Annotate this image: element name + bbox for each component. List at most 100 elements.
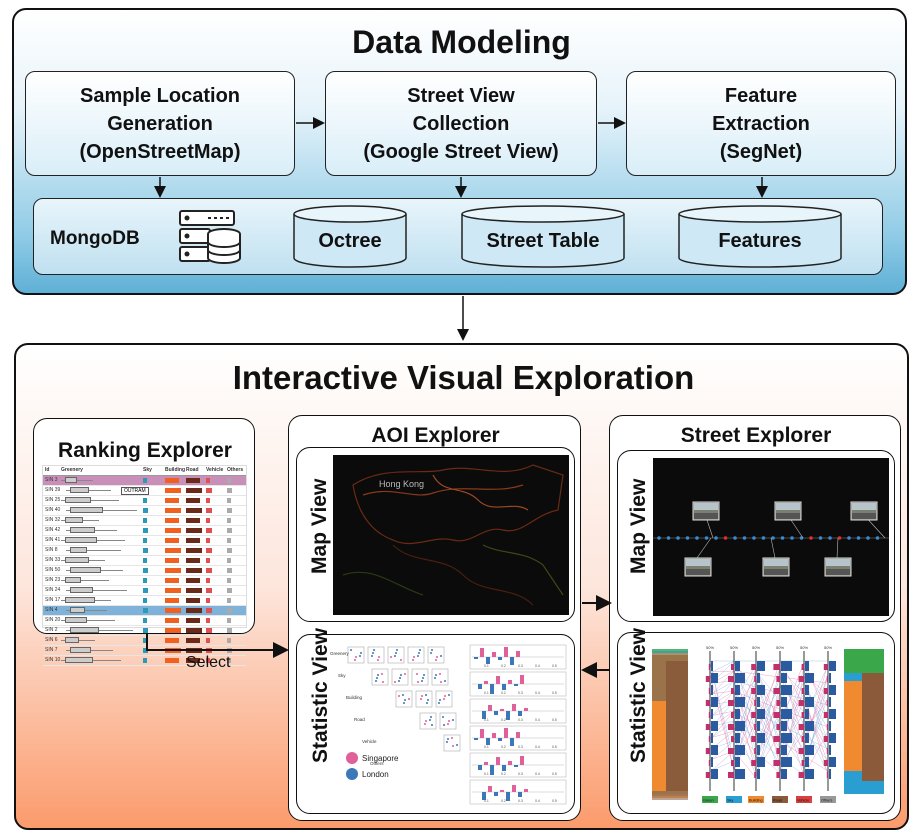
axis-tag[interactable] (820, 796, 836, 803)
matrix-label: Others (370, 761, 384, 766)
scatter-point (377, 659, 379, 661)
sample-point[interactable] (685, 536, 690, 540)
ranking-row[interactable]: SIN 8 (43, 546, 246, 556)
boxplot-box (65, 537, 97, 543)
axis-histogram-bar-alt (773, 712, 780, 718)
ranking-column-header[interactable]: Id (45, 467, 50, 473)
axis-histogram-bar (735, 757, 740, 767)
ranking-bar (165, 608, 181, 613)
axis-histogram-bar-alt (751, 712, 756, 718)
ranking-row[interactable]: SIN 10 (43, 656, 246, 666)
axis-tag[interactable] (772, 796, 788, 803)
sample-point[interactable] (847, 536, 851, 540)
ranking-column-header[interactable]: Sky (143, 467, 152, 473)
sample-point[interactable] (856, 536, 861, 540)
scatter-point (418, 652, 420, 654)
sample-point[interactable] (761, 536, 766, 540)
ranking-row[interactable]: SIN 20 (43, 616, 246, 626)
axis-histogram-bar (781, 661, 792, 671)
scatter-point (377, 674, 379, 676)
axis-histogram-bar-alt (823, 664, 828, 670)
axis-tag[interactable] (748, 796, 764, 803)
street-map[interactable] (653, 458, 889, 616)
ranking-row[interactable]: SIN 4 (43, 606, 246, 616)
sample-point[interactable] (752, 536, 756, 540)
map-place-label: Hong Kong (379, 479, 424, 489)
ranking-bar (227, 588, 232, 593)
sample-point[interactable] (742, 536, 747, 540)
axis-tag[interactable] (726, 796, 742, 803)
sample-point[interactable] (780, 536, 785, 540)
axis-tag[interactable] (702, 796, 718, 803)
sample-point[interactable] (818, 536, 823, 540)
boxplot-whisker (61, 620, 115, 621)
ranking-bar (206, 488, 212, 493)
axis-histogram-bar (829, 721, 831, 731)
ranking-bar (143, 588, 148, 593)
ranking-row[interactable]: SIN 17 (43, 596, 246, 606)
ranking-column-header[interactable]: Others (227, 467, 244, 473)
ranking-column-header[interactable]: Building (165, 467, 185, 473)
scatter-point (430, 652, 432, 654)
sample-point[interactable] (723, 536, 728, 540)
sample-point[interactable] (875, 536, 880, 540)
ranking-row[interactable]: SIN 50 (43, 566, 246, 576)
ranking-bar (206, 548, 212, 553)
sample-point[interactable] (714, 536, 718, 540)
histogram-bar (496, 757, 500, 765)
ranking-bar (186, 618, 200, 623)
sample-point[interactable] (704, 536, 709, 540)
sample-point[interactable] (676, 536, 680, 540)
aoi-map[interactable]: Hong Kong (333, 455, 569, 615)
boxplot-box (70, 627, 99, 633)
axis-histogram-bar (757, 709, 765, 719)
ranking-column-header[interactable]: Greenery (61, 467, 83, 473)
scatter-point (431, 649, 433, 651)
ranking-bar (143, 498, 147, 503)
ranking-row[interactable]: SIN 2 (43, 626, 246, 636)
sample-point[interactable] (790, 536, 794, 540)
sample-point[interactable] (771, 536, 775, 540)
axis-histogram-bar (805, 661, 809, 671)
ranking-row[interactable]: SIN 32 (43, 516, 246, 526)
parallel-line (709, 674, 829, 763)
ranking-row[interactable]: SIN 41 (43, 536, 246, 546)
ranking-row[interactable]: SIN 3 (43, 476, 246, 486)
sample-point[interactable] (866, 536, 870, 540)
ranking-row[interactable]: SIN 6 (43, 636, 246, 646)
axis-histogram-bar-alt (826, 676, 828, 682)
axis-tick: 0.2 (501, 718, 506, 722)
sample-point[interactable] (666, 536, 671, 540)
ranking-row[interactable]: SIN 25 (43, 496, 246, 506)
axis-tag[interactable] (796, 796, 812, 803)
ranking-bar (165, 658, 179, 663)
scatter-point (435, 674, 437, 676)
sample-point[interactable] (809, 536, 813, 540)
axis-histogram-bar-alt (773, 688, 780, 694)
ranking-column-header[interactable]: Vehicle (206, 467, 224, 473)
parallel-line (709, 690, 829, 728)
boxplot-box (70, 567, 101, 573)
axis-histogram-bar (805, 721, 814, 731)
sample-point[interactable] (657, 536, 661, 540)
axis-tick: 0.1 (484, 745, 489, 749)
sample-point[interactable] (828, 536, 832, 540)
ranking-row[interactable]: SIN 42 (43, 526, 246, 536)
ranking-row[interactable]: SIN 24 (43, 586, 246, 596)
matrix-label: Sky (338, 673, 346, 678)
axis-histogram-bar (781, 685, 792, 695)
ranking-row[interactable]: SIN 23 (43, 576, 246, 586)
sample-point[interactable] (733, 536, 737, 540)
axis-histogram-bar (735, 721, 745, 731)
axis-top-label: 50% (730, 645, 738, 650)
ranking-row[interactable]: SIN 33 (43, 556, 246, 566)
sample-point[interactable] (837, 536, 842, 540)
ranking-row[interactable]: SIN 40 (43, 506, 246, 516)
sample-point[interactable] (695, 536, 699, 540)
scatter-point (395, 652, 397, 654)
ranking-column-header[interactable]: Road (186, 467, 199, 473)
